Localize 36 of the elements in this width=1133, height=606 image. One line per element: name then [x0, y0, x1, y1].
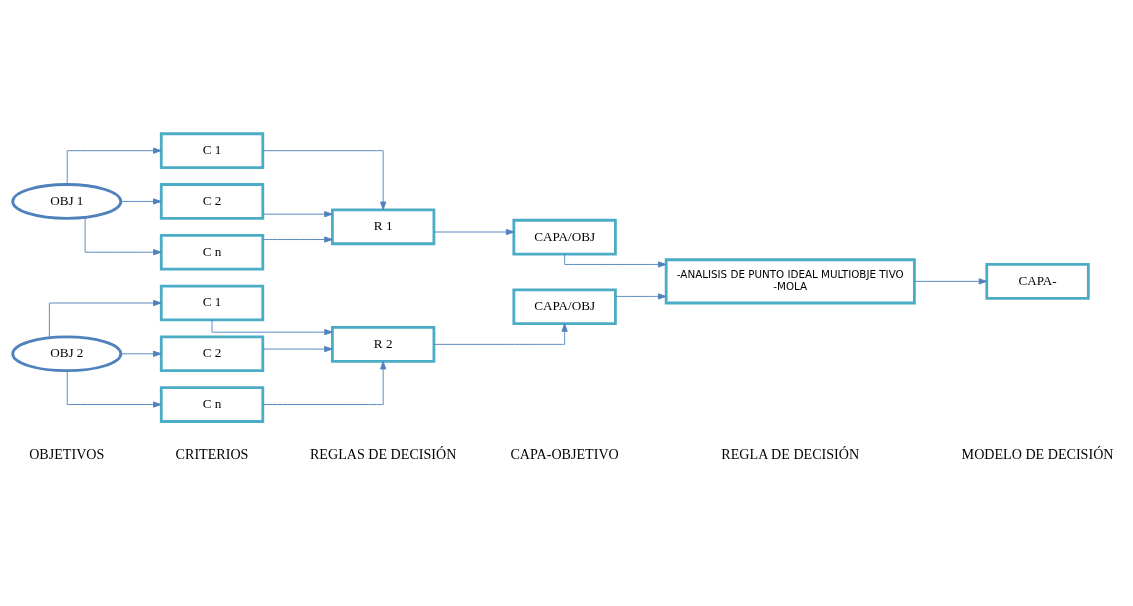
arrow	[262, 211, 333, 218]
node-box: CAPA/OBJ	[512, 288, 617, 326]
arrow	[66, 370, 162, 408]
node-box: -ANALISIS DE PUNTO IDEAL MULTIOBJE TIVO -MOLA	[664, 258, 916, 305]
node-ellipse: OBJ 1	[11, 183, 123, 220]
arrow	[433, 323, 568, 345]
arrow	[120, 198, 162, 205]
node-box: C n	[159, 386, 265, 423]
arrow	[262, 236, 333, 243]
label: MODELO DE DECISIÓN	[961, 445, 1114, 462]
node-box: R 1	[330, 208, 436, 246]
arrow	[262, 345, 333, 353]
label: CAPA-OBJETIVO	[510, 445, 619, 462]
node-box: C 2	[159, 335, 265, 373]
node-box: CAPA/OBJ	[512, 218, 617, 256]
arrow	[914, 278, 988, 285]
node-box: C n	[159, 233, 265, 271]
node-box: CAPA-	[985, 263, 1090, 300]
node-ellipse: OBJ 2	[11, 335, 123, 373]
node-box: C 1	[159, 284, 265, 322]
arrow	[433, 228, 515, 236]
label: CRITERIOS	[175, 445, 249, 462]
arrow	[120, 350, 162, 357]
arrow	[66, 147, 162, 185]
label: REGLA DE DECISIÓN	[721, 445, 860, 462]
node-box: C 2	[159, 183, 265, 220]
arrow	[564, 253, 667, 268]
arrow	[262, 360, 387, 405]
arrow	[48, 299, 162, 339]
arrow	[262, 150, 387, 211]
arrow	[615, 293, 667, 300]
node-box: C 1	[159, 132, 265, 169]
label: REGLAS DE DECISIÓN	[309, 445, 457, 462]
node-box: R 2	[330, 326, 436, 363]
label: OBJETIVOS	[29, 445, 105, 462]
arrow	[84, 217, 162, 256]
